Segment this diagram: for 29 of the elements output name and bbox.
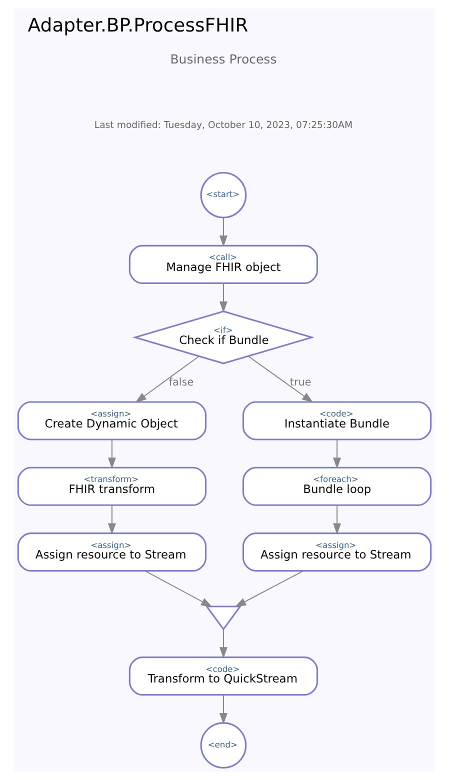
node-circle: <start>: [200, 172, 247, 218]
edge-label: false: [168, 376, 194, 388]
arrow: [144, 570, 212, 608]
arrow: [333, 505, 342, 535]
arrow: [108, 440, 116, 470]
node-box: <code> Instantiate Bundle: [242, 401, 432, 440]
arrow: [135, 356, 200, 403]
arrow: [234, 570, 304, 608]
node-box: <assign> Create Dynamic Object: [17, 401, 207, 440]
node-box: <assign> Assign resource to Stream: [242, 532, 432, 572]
node-triangle: [205, 606, 242, 630]
node-box: <assign> Assign resource to Stream: [17, 532, 207, 572]
arrow: [108, 505, 116, 535]
edge-label: true: [290, 376, 312, 388]
arrow: [248, 356, 314, 403]
arrow: [219, 629, 228, 659]
node-box: <foreach> Bundle loop: [242, 466, 432, 506]
arrow: [219, 218, 228, 247]
arrow: [219, 283, 228, 313]
node-box: <transform> FHIR transform: [17, 466, 207, 506]
node-box: <code> Transform to QuickStream: [128, 656, 318, 696]
arrow: [219, 695, 228, 724]
arrow: [333, 440, 342, 470]
diagram-title: Adapter.BP.ProcessFHIR: [28, 15, 248, 36]
label: Last modified: Tuesday, October 10, 2023, 07:25:30AM: [94, 120, 353, 132]
node-diamond: <if> Check if Bundle: [132, 310, 314, 364]
node-circle: <end>: [200, 722, 247, 769]
node-box: <call> Manage FHIR object: [128, 244, 318, 284]
label: Business Process: [170, 51, 277, 66]
